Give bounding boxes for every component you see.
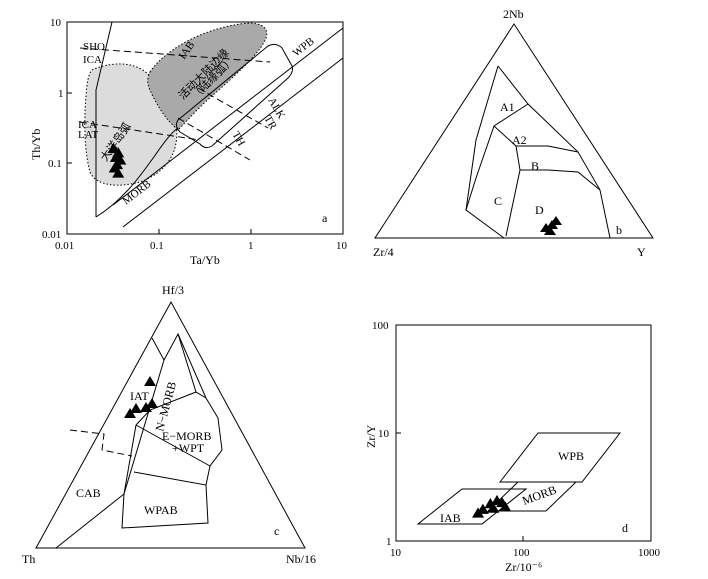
panel-a-ytick: 1 [58,88,64,100]
panel-a-xtick: 1 [248,240,254,252]
field-wpb-d: WPB [558,449,584,463]
field-iat: IAT [130,389,149,403]
morb-field [486,481,578,512]
iab-field [416,488,528,525]
sample-point [499,501,512,512]
panel-a-xtick: 0.01 [55,240,74,252]
panel-d-xlabel: Zr/10⁻⁶ [505,560,542,574]
panel-a: 0.01 0.1 1 10 10 1 0.1 0.01 Ta/Yb Th/Yb … [29,17,348,267]
panel-c-apex-left: Th [22,552,35,566]
label-sho: SHO [83,41,105,53]
field-a2: A2 [512,133,527,147]
panel-b-apex-left: Zr/4 [373,245,394,259]
field-emorb: E−MORB [162,429,211,443]
panel-a-tag: a [322,211,328,225]
tholeiite-box [175,43,293,149]
field-cab: CAB [76,486,101,500]
label-ica-top: ICA [83,54,102,66]
active-margin-field [147,22,268,131]
panel-b: 2Nb Zr/4 Y A1 A2 B C D b [373,7,654,259]
panel-d-ylabel: Zr/Y [364,424,378,448]
panel-d-samples [472,494,512,518]
panel-a-samples [107,142,127,178]
field-a1: A1 [500,100,515,114]
label-th: TH [229,130,247,149]
field-iab-d: IAB [440,511,461,525]
panel-a-xtick: 10 [336,240,348,252]
panel-d-ytick: 10 [378,428,390,440]
panel-c-apex-right: Nb/16 [286,552,316,566]
panel-a-xtick: 0.1 [150,240,164,252]
field-wpab: WPAB [144,503,178,517]
panel-d-ytick: 100 [372,320,389,332]
panel-c-tag: c [274,524,279,538]
panel-b-tag: b [616,223,622,237]
field-d: D [535,203,544,217]
panel-d-xtick: 1000 [638,547,661,559]
panel-c-apex-top: Hf/3 [162,283,184,297]
field-c: C [494,194,502,208]
label-wpb: WPB [290,35,316,59]
panel-b-samples [540,216,562,235]
panel-c-triangle [35,300,306,549]
label-lat: LAT [78,129,98,141]
panel-a-ytick: 0.1 [48,158,62,170]
sample-point [487,502,500,513]
panel-d-tag: d [622,521,628,535]
sample-point [476,503,489,514]
panel-d: 10 100 1000 100 10 1 Zr/10⁻⁶ Zr/Y WPB MO… [364,320,661,574]
panel-a-ytick: 10 [50,17,62,29]
panel-d-xtick: 10 [390,547,402,559]
panel-c: Hf/3 Th Nb/16 IAT N−MORB E−MORB +WPT CAB… [22,283,316,566]
panel-a-xlabel: Ta/Yb [190,253,220,267]
panel-a-axes [66,21,344,235]
panel-b-apex-top: 2Nb [503,7,524,21]
panel-d-xtick: 100 [513,547,530,559]
panel-b-triangle [374,23,654,239]
field-wpt: +WPT [172,441,205,455]
panel-a-ytick: 0.01 [42,229,61,241]
panel-c-samples [124,376,158,418]
panel-a-ylabel: Th/Yb [29,129,43,160]
panel-b-apex-right: Y [637,245,646,259]
panel-d-ytick: 1 [386,536,392,548]
label-ica-mid: ICA [78,119,97,131]
field-b: B [531,159,539,173]
sample-point [112,167,125,178]
